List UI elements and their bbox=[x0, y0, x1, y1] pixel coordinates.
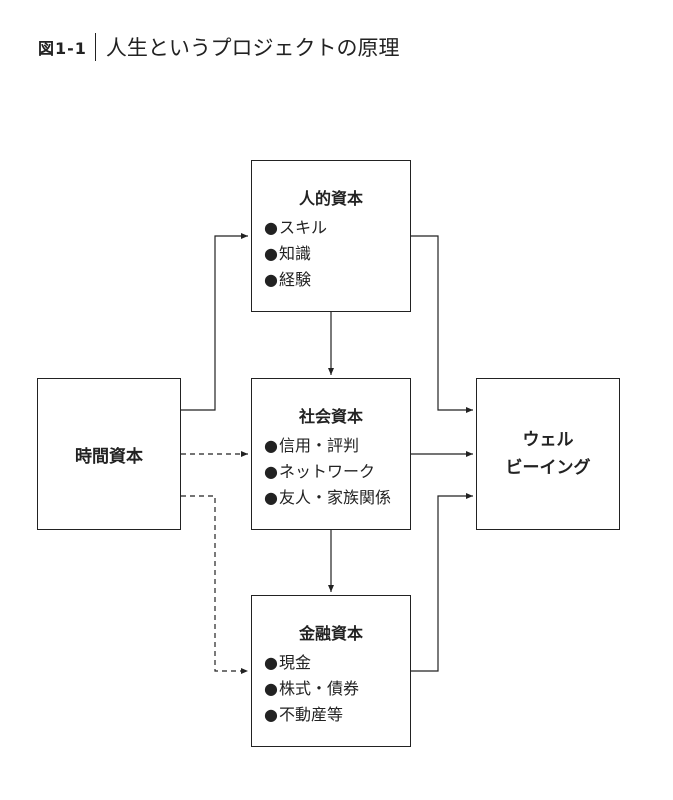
node-social-title: 社会資本 bbox=[298, 407, 363, 426]
node-time-capital: 時間資本 bbox=[37, 378, 181, 530]
node-time-title: 時間資本 bbox=[75, 446, 143, 467]
figure-label: 図1-1 bbox=[38, 39, 87, 58]
node-human-capital: 人的資本 スキル 知識 経験 bbox=[251, 160, 411, 312]
list-item: 株式・債券 bbox=[264, 676, 410, 702]
node-wellbeing: ウェル ビーイング bbox=[476, 378, 620, 530]
list-item: スキル bbox=[264, 215, 410, 241]
list-item: 経験 bbox=[264, 267, 410, 293]
node-wellbeing-title-line2: ビーイング bbox=[505, 458, 591, 478]
edge-financial-wellbeing bbox=[411, 493, 473, 672]
node-financial-title: 金融資本 bbox=[298, 624, 363, 643]
edge-human-wellbeing bbox=[411, 235, 473, 413]
edge-time-financial bbox=[181, 495, 248, 674]
list-item: 現金 bbox=[264, 650, 410, 676]
list-item: ネットワーク bbox=[264, 459, 410, 485]
list-item: 信用・評判 bbox=[264, 433, 410, 459]
figure-title: 人生というプロジェクトの原理 bbox=[105, 36, 400, 60]
figure-header: 図1-1 人生というプロジェクトの原理 bbox=[38, 30, 400, 64]
header-divider bbox=[94, 33, 96, 61]
node-human-items: スキル 知識 経験 bbox=[252, 215, 410, 293]
node-human-title: 人的資本 bbox=[298, 189, 363, 208]
list-item: 知識 bbox=[264, 241, 410, 267]
node-social-items: 信用・評判 ネットワーク 友人・家族関係 bbox=[252, 433, 410, 511]
list-item: 不動産等 bbox=[264, 702, 410, 728]
node-financial-items: 現金 株式・債券 不動産等 bbox=[252, 650, 410, 728]
list-item: 友人・家族関係 bbox=[264, 485, 410, 511]
node-social-capital: 社会資本 信用・評判 ネットワーク 友人・家族関係 bbox=[251, 378, 411, 530]
node-wellbeing-title-line1: ウェル bbox=[522, 430, 574, 450]
edge-time-human bbox=[181, 233, 248, 411]
node-financial-capital: 金融資本 現金 株式・債券 不動産等 bbox=[251, 595, 411, 747]
